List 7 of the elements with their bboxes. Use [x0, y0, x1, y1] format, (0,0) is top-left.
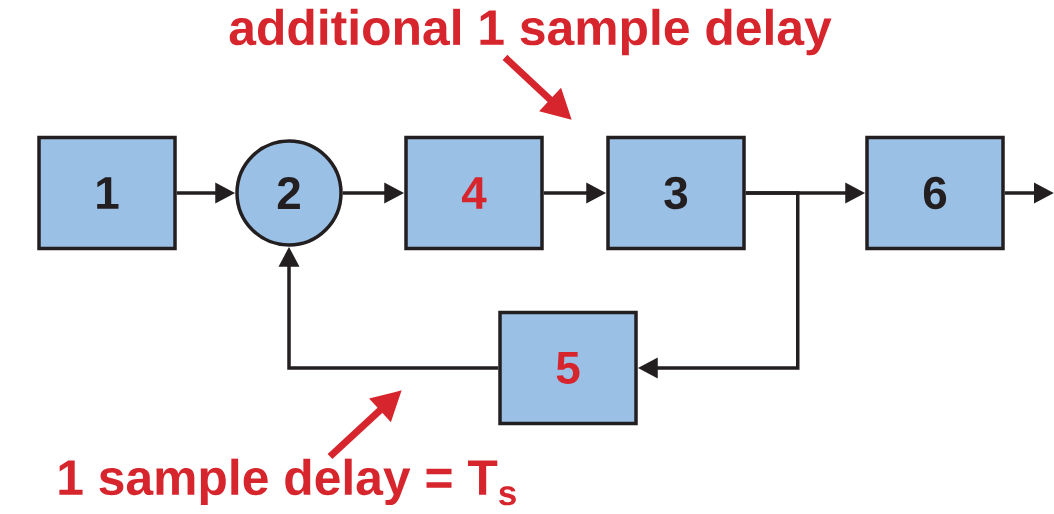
process-box: 1: [37, 135, 177, 251]
annotation-text: 1 sample delay = T$_{s}$: [59, 458, 516, 506]
process-box: 6: [865, 135, 1005, 251]
annotation-text: additional 1 sample delay: [229, 8, 832, 56]
process-box: 3: [606, 135, 746, 251]
process-box: 5: [498, 310, 638, 426]
process-box: 4: [404, 135, 544, 251]
